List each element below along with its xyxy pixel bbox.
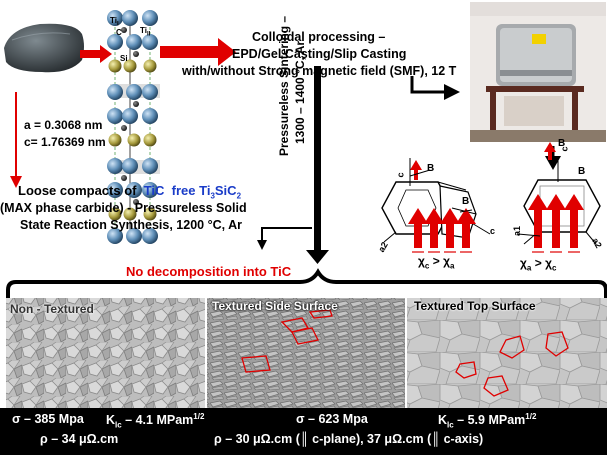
panel-label-textured-top: Textured Top Surface — [414, 299, 536, 313]
si-atom — [123, 59, 137, 73]
ti-atom — [126, 84, 142, 100]
ti-atom — [122, 108, 138, 124]
si-atom — [143, 207, 157, 221]
ti-atom — [142, 34, 158, 50]
hexL-axis-c: c — [490, 226, 496, 236]
hexR-axis-c: c — [559, 146, 570, 152]
si-atom — [108, 59, 122, 73]
panel-label-textured-side: Textured Side Surface — [212, 299, 338, 313]
ti-atom — [107, 182, 123, 198]
ti3sic2-sample-photo — [4, 23, 84, 73]
arrow-colloidal-to-machine — [410, 76, 460, 100]
micrograph-textured-side — [207, 298, 405, 408]
crystal-structure — [107, 10, 160, 244]
c-atom — [133, 101, 139, 107]
kic-non-textured: KIc – 4.1 MPam1/2 — [106, 412, 205, 430]
ti-atom — [126, 182, 142, 198]
arrow-branch-left — [257, 227, 312, 250]
ti-atom — [142, 158, 158, 174]
sigma-textured: σ – 623 Mpa — [296, 412, 368, 426]
micrograph-non-textured — [6, 298, 205, 408]
hexR-b-mid: B — [578, 166, 586, 177]
hex-prism-right — [517, 142, 601, 253]
si-atom — [143, 133, 157, 147]
arrow-to-colloidal — [160, 38, 236, 66]
panel-label-non-textured: Non - Textured — [10, 302, 94, 316]
sigma-non-textured: σ – 385 Mpa — [12, 412, 84, 426]
sintering-label: Pressureless Sintering – 1300 – 1400 °C,… — [276, 0, 308, 156]
kic-textured: KIc – 5.9 MPam1/2 — [438, 412, 537, 430]
label-ti-ii: TiII — [140, 26, 151, 38]
lattice-c: c= 1.76369 nm — [24, 135, 106, 149]
loose-compacts-line3: State Reaction Synthesis, 1200 °C, Ar — [20, 218, 242, 232]
ti-atom — [107, 108, 123, 124]
hexR-axis-a1: a1 — [512, 225, 523, 237]
si-atom — [108, 133, 122, 147]
ti-atom — [126, 228, 142, 244]
ti-atom — [107, 228, 123, 244]
hexR-chi-relation: χa > χc — [520, 256, 557, 273]
c-atom — [121, 175, 127, 181]
colloidal-line3: with/without Strong magnetic field (SMF)… — [182, 64, 457, 78]
ti-atom — [142, 10, 158, 26]
properties-bar — [0, 408, 607, 455]
hexL-axis-c-top: c — [395, 172, 406, 178]
si-atom — [127, 133, 141, 147]
sintering-line2: 1300 – 1400 °C, Ar — [293, 40, 307, 144]
hex-prism-left — [381, 158, 491, 253]
label-si: Si — [120, 54, 128, 63]
no-decomposition-note: No decomposition into TiC — [126, 264, 292, 279]
arrow-down-to-loose — [10, 92, 22, 188]
label-ti-i: TiI — [110, 16, 119, 28]
c-atom — [121, 27, 127, 33]
rho-non-textured: ρ – 34 μΩ.cm — [40, 432, 119, 446]
loose-compacts-line2: (MAX phase carbide) - Pressureless Solid — [0, 201, 247, 215]
hexR-b-top: B — [558, 138, 566, 149]
hexL-b-mid: B — [462, 196, 470, 207]
ti-atom — [142, 84, 158, 100]
bracket — [6, 268, 607, 304]
ti-atom — [107, 84, 123, 100]
ti-atom — [107, 10, 123, 26]
arrow-sample-to-crystal — [80, 45, 112, 63]
si-atom — [108, 207, 122, 221]
si-atom — [143, 59, 157, 73]
magnet-furnace-photo — [470, 2, 606, 142]
rho-textured: ρ – 30 μΩ.cm (║ c-plane), 37 μΩ.cm (║ c-… — [214, 432, 484, 446]
colloidal-line1: Colloidal processing – — [252, 30, 386, 44]
c-atom — [133, 199, 139, 205]
ti-atom — [122, 158, 138, 174]
hexL-b-top: B — [427, 163, 435, 174]
micrograph-textured-top — [407, 298, 607, 408]
hexL-chi-relation: χc > χa — [418, 254, 455, 271]
ti-atom — [122, 10, 138, 26]
loose-compacts-line1: Loose compacts of TiC free Ti3SiC2 — [18, 183, 242, 201]
c-atom — [133, 51, 139, 57]
lattice-a: a = 0.3068 nm — [24, 118, 103, 132]
c-atom — [121, 125, 127, 131]
si-atom — [123, 207, 137, 221]
ti-atom — [142, 108, 158, 124]
ti-atom — [107, 34, 123, 50]
arrow-sintering-down — [306, 66, 329, 264]
sintering-line1: Pressureless Sintering – — [277, 15, 291, 156]
ti-atom — [126, 34, 142, 50]
label-c: C — [116, 28, 122, 37]
colloidal-line2: EPD/Gel Casting/Slip Casting — [232, 47, 407, 61]
ti-atom — [142, 228, 158, 244]
ti-atom — [142, 182, 158, 198]
ti-atom — [107, 158, 123, 174]
